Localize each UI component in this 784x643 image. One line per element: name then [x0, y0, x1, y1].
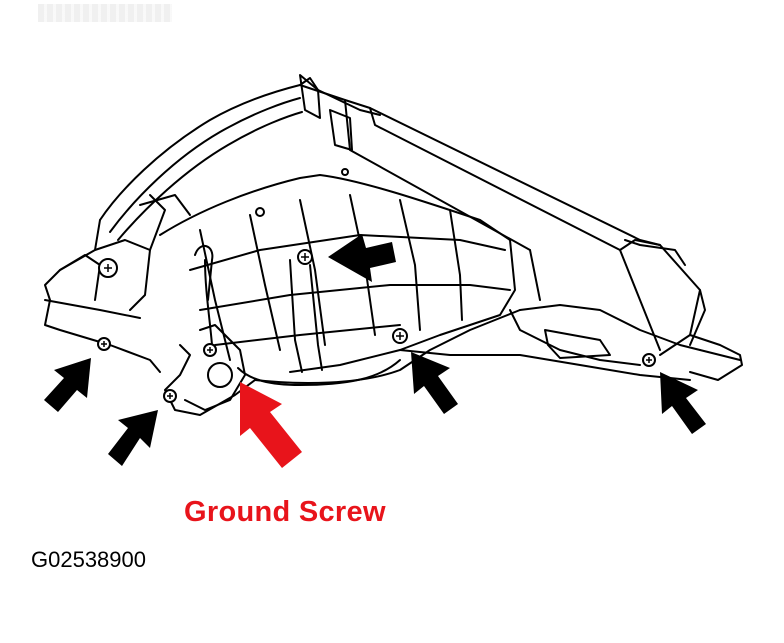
screw-crosses	[101, 253, 652, 399]
figure-code: G02538900	[31, 547, 146, 572]
arrow-icon	[44, 358, 91, 412]
housing-outline	[44, 74, 743, 416]
watermark-strip	[38, 4, 172, 22]
arrow-icon	[660, 372, 706, 434]
pointer-arrows	[44, 234, 706, 466]
screws	[97, 249, 656, 403]
arrow-icon	[328, 234, 396, 282]
arrow-icon	[411, 352, 458, 414]
ground-screw-icon	[207, 362, 233, 388]
ground-screw-label: Ground Screw	[184, 496, 386, 528]
ground-screw-arrow-icon	[240, 382, 302, 468]
arrow-icon	[108, 410, 158, 466]
